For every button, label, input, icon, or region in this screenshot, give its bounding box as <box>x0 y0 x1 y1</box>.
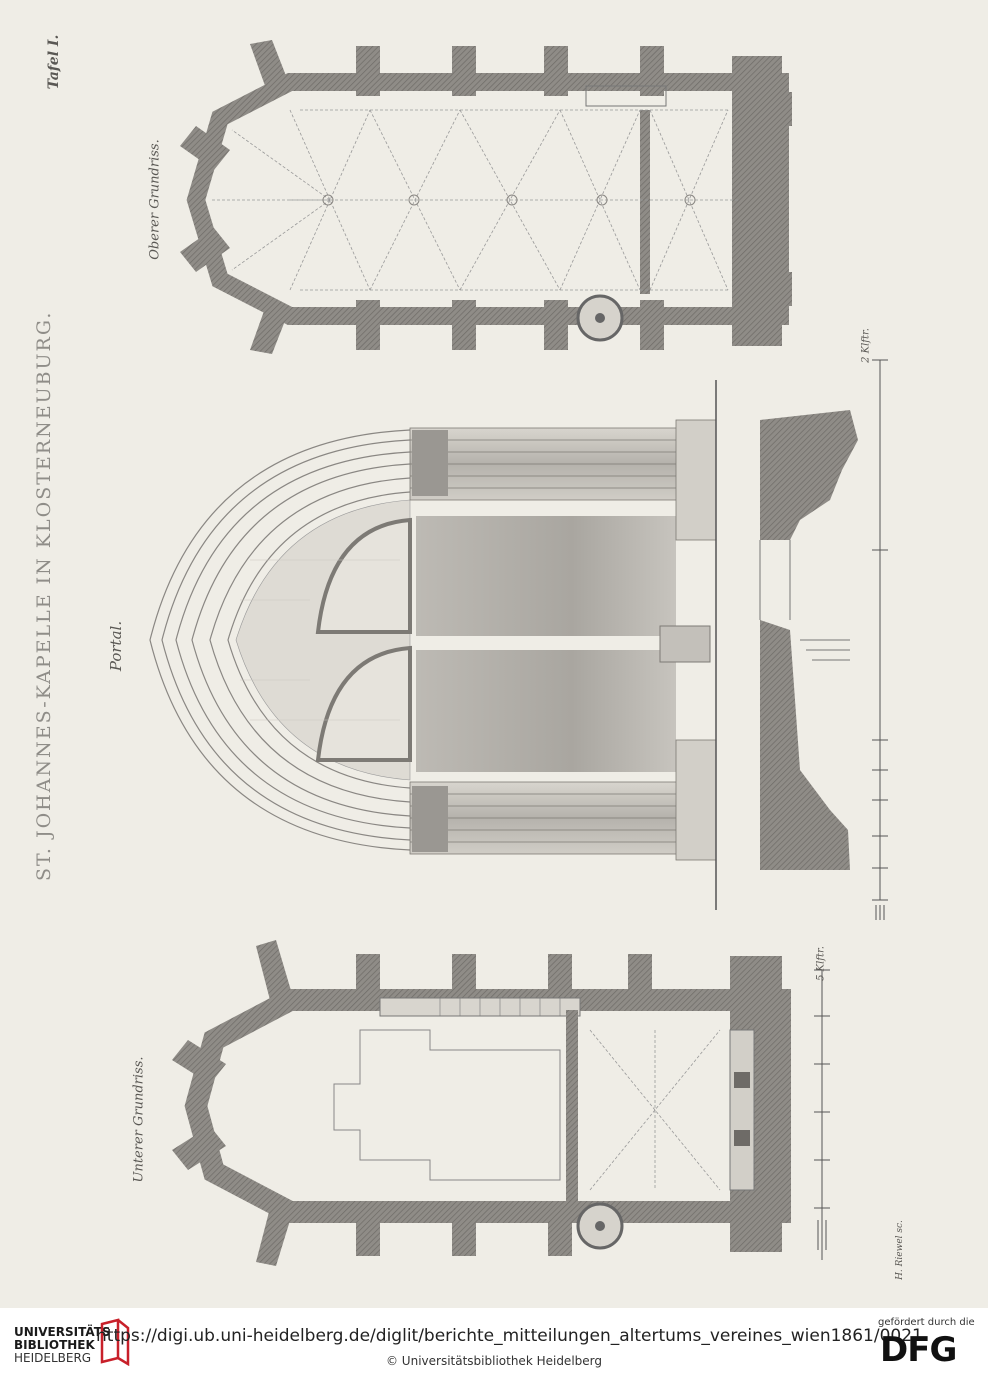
document-url-link[interactable]: https://digi.ub.uni-heidelberg.de/diglit… <box>96 1326 923 1346</box>
library-name-line1: UNIVERSITÄTS <box>14 1325 111 1339</box>
upper-plan-label: Oberer Grundriss. <box>147 139 163 260</box>
funder-label: gefördert durch die <box>878 1317 975 1328</box>
scale-unit-lower: 5 Klftr. <box>815 946 827 981</box>
viewer-footer <box>0 1308 988 1379</box>
plate-drawing <box>149 40 888 1266</box>
dfg-logo: DFG <box>880 1330 957 1370</box>
portal-elevation <box>149 380 717 910</box>
library-logo-icon <box>100 1318 130 1366</box>
portal-section <box>759 410 858 870</box>
library-logo-text: UNIVERSITÄTS BIBLIOTHEK HEIDELBERG <box>14 1326 111 1365</box>
library-name-line3: HEIDELBERG <box>14 1351 92 1365</box>
scale-bar-lower <box>814 969 830 1260</box>
portal-label: Portal. <box>107 620 125 672</box>
plate: Tafel I. Oberer Grundriss. ST. JOHANNES-… <box>33 34 905 1280</box>
plate-title: ST. JOHANNES-KAPELLE IN KLOSTERNEUBURG. <box>33 310 55 881</box>
lower-plan <box>172 940 791 1266</box>
lower-plan-label: Unterer Grundriss. <box>131 1056 147 1183</box>
engraver-signature: H. Riewel sc. <box>895 1220 905 1280</box>
scale-unit-upper: 2 Klftr. <box>860 328 872 363</box>
copyright-notice: © Universitätsbibliothek Heidelberg <box>385 1354 602 1368</box>
library-name-line2: BIBLIOTHEK <box>14 1338 95 1352</box>
scale-bar-upper <box>872 359 888 920</box>
upper-plan <box>180 40 792 354</box>
plate-number: Tafel I. <box>46 34 62 90</box>
